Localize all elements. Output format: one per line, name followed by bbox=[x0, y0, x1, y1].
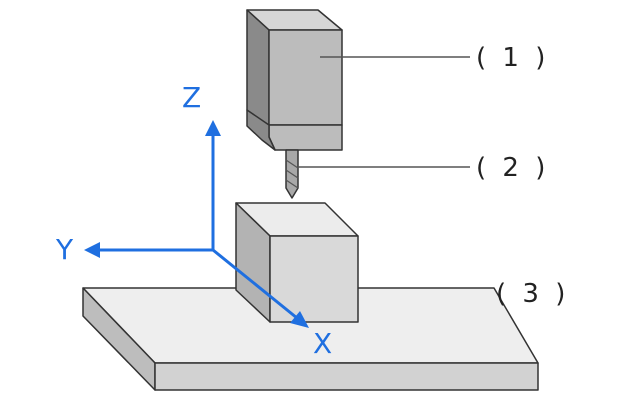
table-front-face bbox=[154, 362, 539, 391]
y-axis-arrowhead bbox=[84, 242, 100, 258]
x-axis-line bbox=[212, 248, 298, 320]
label-part-3: ( 3 ) bbox=[496, 279, 569, 309]
machine-table bbox=[82, 287, 539, 391]
spindle-front-face bbox=[268, 29, 343, 126]
spindle-collar-front bbox=[268, 124, 343, 151]
workpiece-front-face bbox=[269, 235, 359, 323]
z-axis-arrowhead bbox=[205, 120, 221, 136]
coordinate-axes: Z Y X bbox=[55, 81, 332, 360]
spindle-head bbox=[246, 9, 343, 151]
label-part-2: ( 2 ) bbox=[476, 153, 549, 183]
z-axis-label: Z bbox=[182, 81, 201, 114]
tool-flute-1 bbox=[285, 159, 299, 169]
tool-flute-2 bbox=[285, 169, 299, 179]
label-part-1: ( 1 ) bbox=[476, 43, 549, 73]
y-axis-label: Y bbox=[55, 233, 74, 266]
cutting-tool bbox=[285, 149, 299, 199]
x-axis-arrowhead bbox=[290, 311, 309, 328]
tool-flute-3 bbox=[285, 179, 299, 189]
spindle-collar-side bbox=[246, 109, 276, 151]
x-axis-label: X bbox=[313, 327, 332, 360]
workpiece bbox=[235, 202, 359, 323]
